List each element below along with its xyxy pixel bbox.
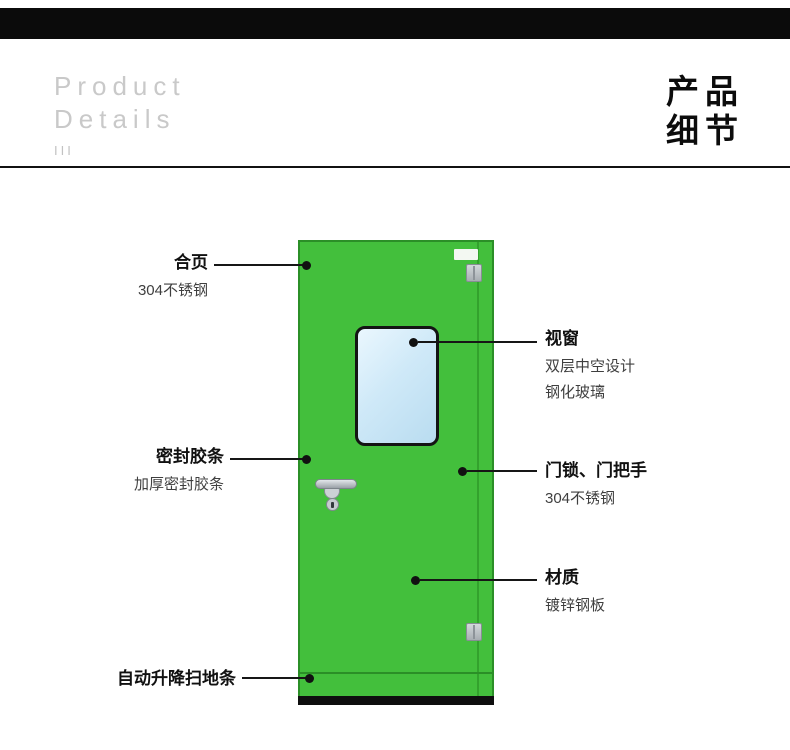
callout-hinge-desc: 304不锈钢 (137, 282, 208, 299)
callout-lock-handle: 门锁、门把手 304不锈钢 (545, 460, 647, 512)
door-brand-label (454, 249, 478, 260)
door-seal-line (300, 672, 492, 674)
callout-lock-title: 门锁、门把手 (545, 461, 647, 480)
chinese-title-line2: 细节 (666, 112, 744, 149)
callout-window-title: 视窗 (545, 329, 579, 348)
callout-hinge: 合页 304不锈钢 (40, 252, 208, 304)
english-title-line2: Details (54, 104, 176, 134)
chinese-title: 产品 细节 (666, 72, 744, 150)
top-black-bar (0, 8, 790, 39)
callout-material-dot (411, 576, 420, 585)
callout-lock-dot (458, 467, 467, 476)
callout-material: 材质 镀锌钢板 (545, 567, 605, 619)
door-viewing-window (355, 326, 439, 446)
callout-lock-line (467, 470, 537, 472)
callout-hinge-line (214, 264, 304, 266)
hinge-pin-icon (473, 625, 475, 639)
hinge-pin-icon (473, 266, 475, 280)
callout-hinge-title: 合页 (174, 253, 208, 272)
callout-window-desc-line1: 双层中空设计 (545, 358, 636, 375)
callout-material-desc: 镀锌钢板 (545, 597, 606, 614)
header-divider-line (0, 166, 790, 168)
callout-window-dot (409, 338, 418, 347)
door-handle-lever-icon (315, 479, 357, 489)
callout-material-title: 材质 (545, 568, 579, 587)
callout-seal-desc: 加厚密封胶条 (133, 476, 224, 493)
english-title: Product Details III (54, 70, 186, 158)
callout-floor-sweep-title: 自动升降扫地条 (117, 669, 236, 688)
callout-window-desc-line2: 钢化玻璃 (545, 384, 606, 401)
callout-seal-line (230, 458, 304, 460)
hinge-top-icon (466, 264, 482, 282)
callout-material-line (420, 579, 537, 581)
door-bottom-seal-strip (298, 696, 494, 705)
callout-floor-sweep: 自动升降扫地条 (40, 668, 236, 689)
callout-seal-dot (302, 455, 311, 464)
callout-seal-strip: 密封胶条 加厚密封胶条 (40, 446, 224, 498)
callout-window: 视窗 双层中空设计 钢化玻璃 (545, 328, 635, 406)
callout-floor-sweep-line (242, 677, 306, 679)
callout-hinge-dot (302, 261, 311, 270)
callout-lock-desc: 304不锈钢 (545, 490, 616, 507)
callout-window-desc: 双层中空设计 钢化玻璃 (545, 354, 635, 406)
callout-window-line (418, 341, 537, 343)
door-lock-cylinder-icon (326, 498, 339, 511)
callout-seal-title: 密封胶条 (156, 447, 224, 466)
hinge-bottom-icon (466, 623, 482, 641)
keyhole-icon (331, 502, 334, 508)
english-title-roman: III (54, 143, 74, 158)
english-title-line1: Product (54, 71, 186, 101)
door-edge-line (477, 242, 479, 703)
callout-floor-sweep-dot (305, 674, 314, 683)
chinese-title-line1: 产品 (666, 73, 744, 110)
